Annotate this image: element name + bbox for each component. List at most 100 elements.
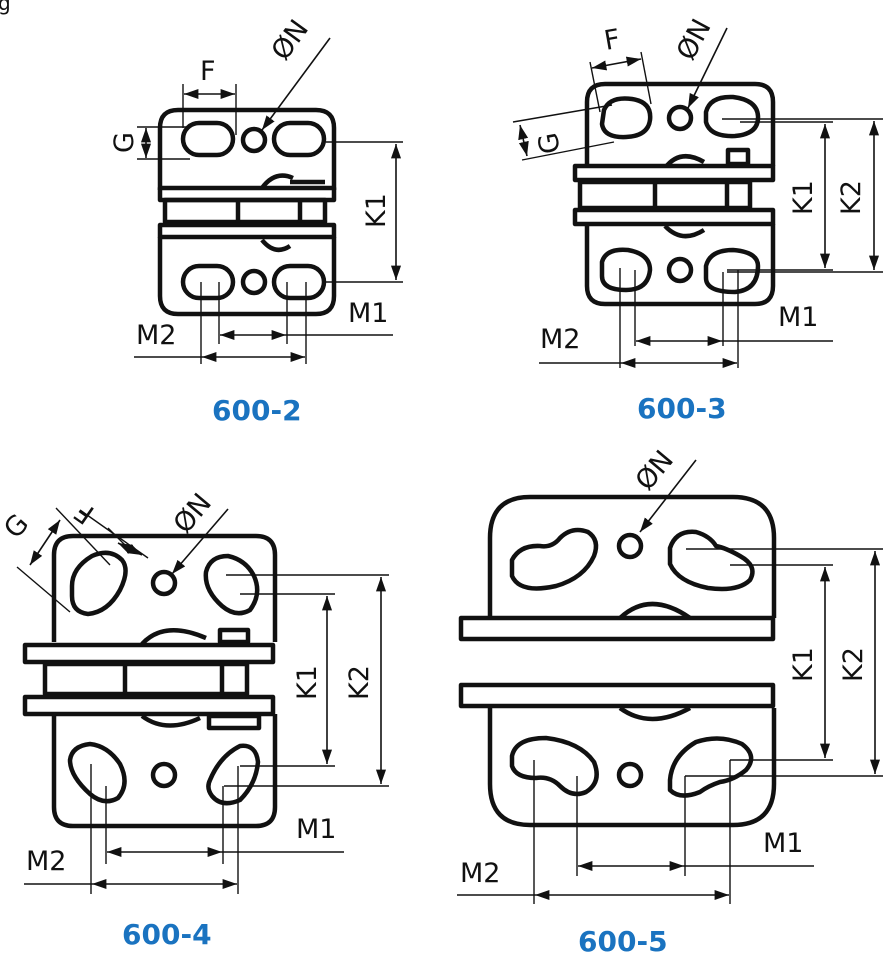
corner-text-fragment: g [0, 0, 11, 15]
dimension-label-m2: M2 [136, 320, 176, 351]
pin-body [577, 179, 753, 211]
g-dimension-line [29, 519, 61, 566]
n-leader-line [171, 508, 229, 575]
variant-label-600-3: 600-3 [637, 392, 727, 425]
slot-top-right [703, 94, 761, 139]
g-extension-bottom [521, 141, 615, 161]
dimension-label-g: G [533, 130, 567, 156]
slot-bottom-left [67, 741, 127, 804]
dimension-label-n: ØN [671, 14, 718, 65]
hole-top [240, 126, 268, 154]
bottom-leaf-outline [487, 708, 777, 828]
plate-bottom [157, 222, 337, 240]
hole-bottom [240, 268, 268, 296]
top-leaf-outline [487, 494, 777, 618]
f-dimension-line [117, 542, 143, 556]
n-leader-line [687, 27, 728, 109]
plate-top [22, 642, 276, 665]
dimension-label-m2: M2 [26, 846, 66, 877]
latch-top [725, 147, 751, 167]
slot-bottom-right [703, 247, 761, 295]
slot-bottom-left [599, 247, 653, 293]
variant-label-600-5: 600-5 [578, 925, 668, 954]
dimension-label-k2: K2 [838, 647, 869, 682]
bottom-leaf-outline [584, 224, 776, 307]
hinge-600-5: ØN K1 K2 M1 M2 600-5 [457, 445, 883, 954]
latch-top [217, 627, 251, 645]
bottom-leaf-outline [157, 237, 337, 317]
slot-top-left [599, 96, 653, 140]
dimension-label-m1: M1 [348, 298, 388, 329]
plate-bottom [22, 694, 276, 717]
knuckle-bottom [140, 714, 201, 728]
slot-bottom-right [271, 263, 327, 301]
hinge-600-4: G F ØN K1 K2 M1 M2 600-4 [0, 488, 389, 951]
slot-top-left [69, 550, 128, 617]
latch-bottom [206, 713, 262, 731]
dimension-label-k1: K1 [788, 647, 819, 682]
knuckle-top [618, 601, 692, 620]
slot-bottom-right [667, 736, 754, 798]
knuckle-bottom [618, 706, 692, 722]
dimension-label-k1: K1 [292, 665, 323, 700]
plate-bottom [572, 207, 776, 227]
slot-top-left [509, 527, 599, 591]
top-leaf-outline [584, 81, 776, 166]
hole-bottom [150, 761, 178, 789]
hinge-600-3: F G ØN K1 K2 M1 M2 600-3 [512, 14, 883, 425]
slot-top-right [203, 553, 260, 616]
dimension-label-m2: M2 [460, 858, 500, 889]
dimension-label-k2: K2 [836, 180, 867, 215]
g-extension-bottom [16, 566, 71, 613]
hole-bottom [616, 761, 644, 789]
hole-top [150, 569, 178, 597]
plate-top [458, 615, 776, 642]
g-dimension-line [518, 124, 529, 157]
variant-label-600-2: 600-2 [212, 394, 302, 427]
slot-top-right [271, 120, 327, 158]
dimension-label-g: G [109, 132, 140, 153]
pin-body [162, 197, 328, 225]
dimension-label-m1: M1 [296, 814, 336, 845]
f-extension-right [640, 51, 652, 105]
f-extension-mid [107, 527, 126, 546]
dimension-label-f: F [200, 56, 216, 87]
f-extension-left [589, 61, 601, 113]
hinge-600-2: F G ØN K1 M1 M2 600-2 [109, 14, 403, 427]
slot-bottom-left [509, 735, 599, 797]
plate-top [572, 163, 776, 183]
variant-label-600-4: 600-4 [122, 918, 212, 951]
hole-top [616, 532, 644, 560]
dimension-label-m1: M1 [763, 828, 803, 859]
dimension-label-n: ØN [630, 445, 680, 497]
dimension-label-m1: M1 [778, 302, 818, 333]
g-extension-top [512, 104, 613, 123]
slot-top-left [180, 120, 236, 158]
knuckle-bottom [260, 238, 292, 253]
dimension-label-n: ØN [168, 488, 218, 540]
dimension-label-m2: M2 [540, 324, 580, 355]
slot-top-right [667, 529, 755, 592]
n-leader-line [261, 37, 331, 131]
f-dimension-line [591, 56, 642, 71]
hole-bottom [666, 256, 694, 284]
dimension-label-k1: K1 [361, 193, 392, 228]
dimension-label-g: G [0, 508, 35, 544]
knuckle-bottom [663, 224, 706, 239]
bottom-leaf-outline [51, 714, 278, 829]
slot-bottom-right [206, 743, 261, 806]
pin-body [42, 661, 250, 697]
knuckle-top [140, 628, 207, 646]
slot-bottom-left [180, 263, 236, 301]
plate-bottom [458, 682, 776, 709]
hole-top [666, 104, 694, 132]
top-leaf-outline [157, 107, 337, 190]
dimension-label-k1: K1 [788, 180, 819, 215]
g-extension-top [55, 507, 111, 566]
n-leader-line [639, 459, 697, 533]
dimension-label-n: ØN [266, 14, 315, 66]
dimension-label-k2: K2 [344, 665, 375, 700]
knuckle-top [260, 173, 294, 190]
dimension-label-f: F [70, 495, 101, 529]
